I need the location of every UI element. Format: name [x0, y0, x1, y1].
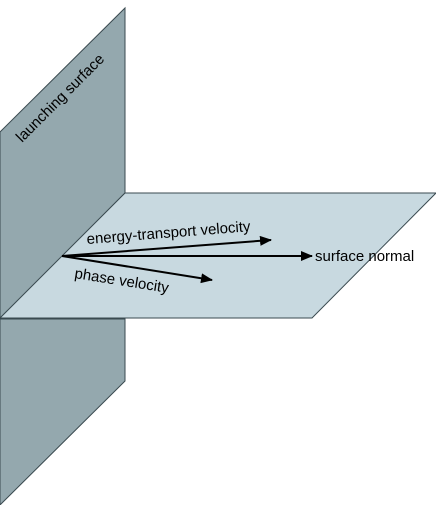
surface-normal-label: surface normal [315, 248, 414, 265]
energy-transport-velocity-arrow [61, 235, 272, 257]
launching-surface-lower [0, 318, 126, 505]
phase-velocity-arrow [61, 255, 213, 284]
